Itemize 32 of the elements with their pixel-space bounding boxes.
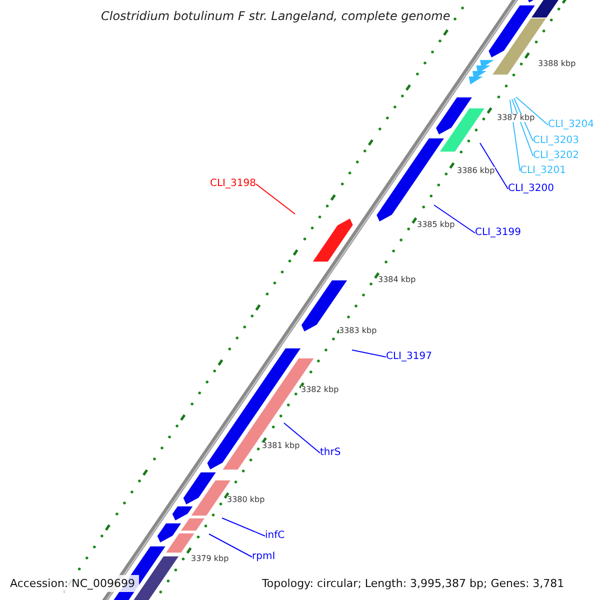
position-label: 3379 kbp [191,555,229,563]
leader-line [352,350,386,358]
position-label: 3388 kbp [538,60,576,68]
leader-line [284,422,320,454]
gene-label: CLI_3202 [533,151,579,161]
gene-label: CLI_3198 [210,179,256,189]
gene-label: CLI_3201 [520,166,566,176]
gene-label: CLI_3203 [533,136,579,146]
leader-line [516,96,548,126]
leader-line [208,534,252,558]
position-label: 3383 kbp [339,327,377,335]
leader-line [510,100,520,172]
position-label: 3382 kbp [301,386,339,394]
position-label: 3380 kbp [227,496,265,504]
leader-line [222,518,266,536]
leader-line [480,142,508,190]
position-label: 3386 kbp [457,167,495,175]
position-label: 3385 kbp [417,221,455,229]
leader-line [255,184,296,214]
title: Clostridium botulinum F str. Langeland, complete genome [101,10,450,22]
gene-label: thrS [320,448,341,458]
leader-line [512,98,534,156]
position-label: 3381 kbp [262,442,300,450]
gene-label: CLI_3197 [386,352,432,362]
gene-label: CLI_3199 [475,228,521,238]
gene-label: rpmI [252,552,276,562]
gene-label: CLI_3204 [548,120,594,130]
position-label: 3387 kbp [497,114,535,122]
gene-label: infC [265,531,285,541]
leader-line [434,204,476,234]
position-label: 3384 kbp [378,276,416,284]
gene-label: CLI_3200 [508,184,554,194]
